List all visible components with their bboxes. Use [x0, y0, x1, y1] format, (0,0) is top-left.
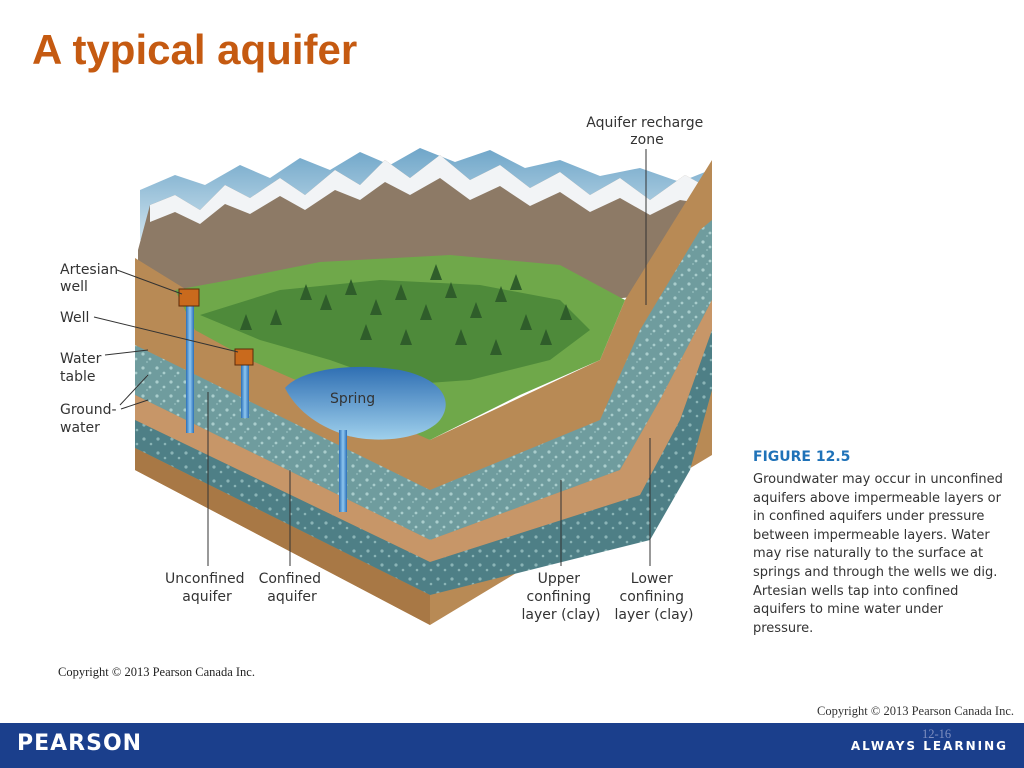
figure-caption: FIGURE 12.5 Groundwater may occur in unc…: [753, 449, 1003, 638]
footer-tagline: ALWAYS LEARNING: [850, 739, 1008, 753]
label-water-table: Water table: [60, 351, 106, 385]
footer-copyright: Copyright © 2013 Pearson Canada Inc.: [817, 704, 1014, 718]
earth-cross-section: [135, 160, 712, 625]
label-recharge-zone: Aquifer recharge zone: [586, 115, 707, 148]
slide-title: A typical aquifer: [32, 26, 358, 73]
figure-heading: FIGURE 12.5: [753, 449, 851, 465]
slide-number: 12-16: [922, 727, 952, 741]
mountain-backdrop: [138, 148, 712, 300]
figure-caption-text: Groundwater may occur in unconfined aqui…: [753, 472, 1003, 636]
figure-copyright: Copyright © 2013 Pearson Canada Inc.: [58, 665, 255, 679]
label-spring: Spring: [330, 391, 375, 407]
footer-bar: [0, 723, 1024, 768]
well-pipes: [178, 288, 347, 512]
pearson-logo: PEARSON: [17, 731, 143, 756]
label-artesian-well: Artesian well: [60, 262, 123, 295]
label-lower-confining-layer: Lower confining layer (clay): [615, 571, 694, 623]
label-well: Well: [60, 310, 89, 326]
forest: [240, 264, 572, 355]
label-unconfined-aquifer: Unconfined aquifer: [165, 571, 249, 605]
spring-lake: [285, 366, 446, 440]
leader-lines: [93, 149, 651, 566]
label-upper-confining-layer: Upper confining layer (clay): [522, 571, 601, 623]
label-confined-aquifer: Confined aquifer: [259, 571, 326, 605]
label-groundwater: Ground- water: [60, 402, 121, 436]
diagram-labels: Aquifer recharge zone Artesian well Well…: [60, 115, 707, 623]
